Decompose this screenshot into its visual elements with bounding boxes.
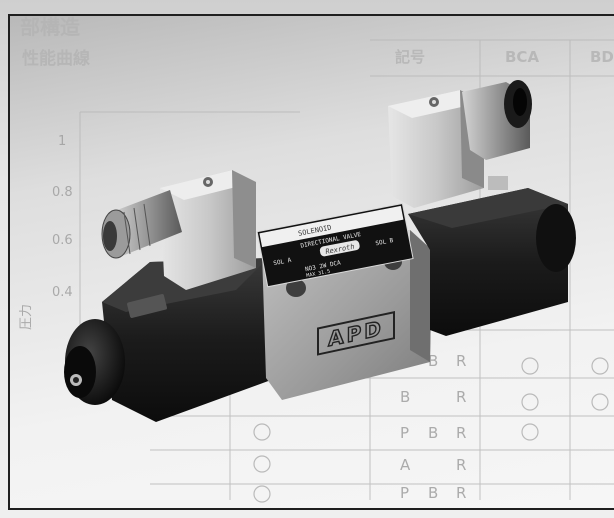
right-connector-opening: [513, 88, 527, 116]
row5-p: P: [400, 484, 409, 502]
right-end-cap: [536, 204, 576, 272]
solenoid-valve: APD SOLENOID DIRECTIONAL VALVE Rexroth S…: [64, 80, 576, 422]
background-header-bca: BCA: [505, 48, 539, 66]
row2-r: R: [456, 388, 466, 406]
nameplate-header: [259, 205, 404, 248]
nameplate-sol-b: SOL B: [375, 237, 394, 247]
row3-r: R: [456, 424, 466, 442]
left-coil-side: [232, 170, 256, 268]
center-bolt-hole-left: [286, 279, 306, 297]
right-small-label: [488, 176, 508, 190]
background-heading-top: 部構造: [20, 15, 81, 39]
left-connector-ribs: [123, 203, 151, 255]
nameplate-sol-a: SOL A: [273, 257, 292, 267]
background-yaxis-label: 圧力: [19, 304, 34, 330]
background-ytick-4: 0.4: [52, 285, 73, 300]
background-ytick-2: 0.8: [52, 185, 73, 200]
row1-b: B: [428, 352, 438, 370]
left-connector-opening: [103, 221, 117, 251]
left-label-plate: [127, 294, 167, 318]
background-table-rows: A B R B R P B R A R P B R: [400, 352, 466, 502]
nameplate: SOLENOID DIRECTIONAL VALVE Rexroth SOL A…: [256, 202, 414, 288]
right-housing-top: [408, 188, 568, 228]
right-coil: [388, 90, 484, 208]
row4-r: R: [456, 456, 466, 474]
background-circle-markers: [253, 357, 609, 503]
background-heading-left: 性能曲線: [22, 48, 90, 69]
row5-r: R: [456, 484, 466, 502]
background-header-bd: BD: [590, 48, 614, 66]
brand-emblem-border: [317, 311, 395, 356]
row1-r: R: [456, 352, 466, 370]
row3-p: P: [400, 424, 409, 442]
left-cap-face: [64, 346, 96, 398]
nameplate-model-2: MAX 31.5: [306, 269, 331, 279]
row5-b: B: [428, 484, 438, 502]
background-print: 部構造 性能曲線 記号 BCA BD 1: [19, 15, 614, 503]
right-coil-screw-head: [432, 100, 436, 104]
nameplate-brand-badge: [319, 240, 360, 257]
row3-b: B: [428, 424, 438, 442]
row2-b: B: [400, 388, 410, 406]
center-block-side: [410, 230, 432, 362]
background-header-symbol: 記号: [395, 48, 425, 66]
left-coil-screw-head: [206, 180, 210, 184]
background-ytick-1: 1: [58, 134, 66, 149]
left-override-center: [73, 377, 79, 383]
background-ytick-3: 0.6: [52, 233, 73, 248]
row4-a: A: [400, 456, 411, 474]
